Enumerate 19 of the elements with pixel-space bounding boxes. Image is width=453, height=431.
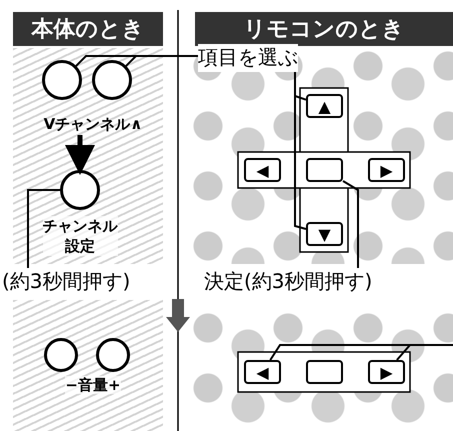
remote-key: ▶ [368,158,405,182]
leader-line [294,72,306,230]
leader-line [342,180,359,268]
header-band: リモコンのとき [195,12,453,46]
arrow [65,135,95,175]
remote-key: ◀ [244,360,281,384]
callout-text: 項目を選ぶ [198,44,298,72]
header-band: 本体のとき [13,12,163,46]
button-label: チャンネル設定 [42,216,118,256]
button-label: −音量+ [65,376,121,394]
leader-line [27,189,60,268]
remote-key: ▲ [306,94,343,118]
remote-key [306,158,343,182]
button-label: Vチャンネル∧ [18,115,168,135]
remote-key [306,360,343,384]
remote-key: ▶ [368,360,405,384]
remote-key: ▼ [306,222,343,246]
remote-key: ◀ [244,158,281,182]
leader-line [396,344,453,361]
